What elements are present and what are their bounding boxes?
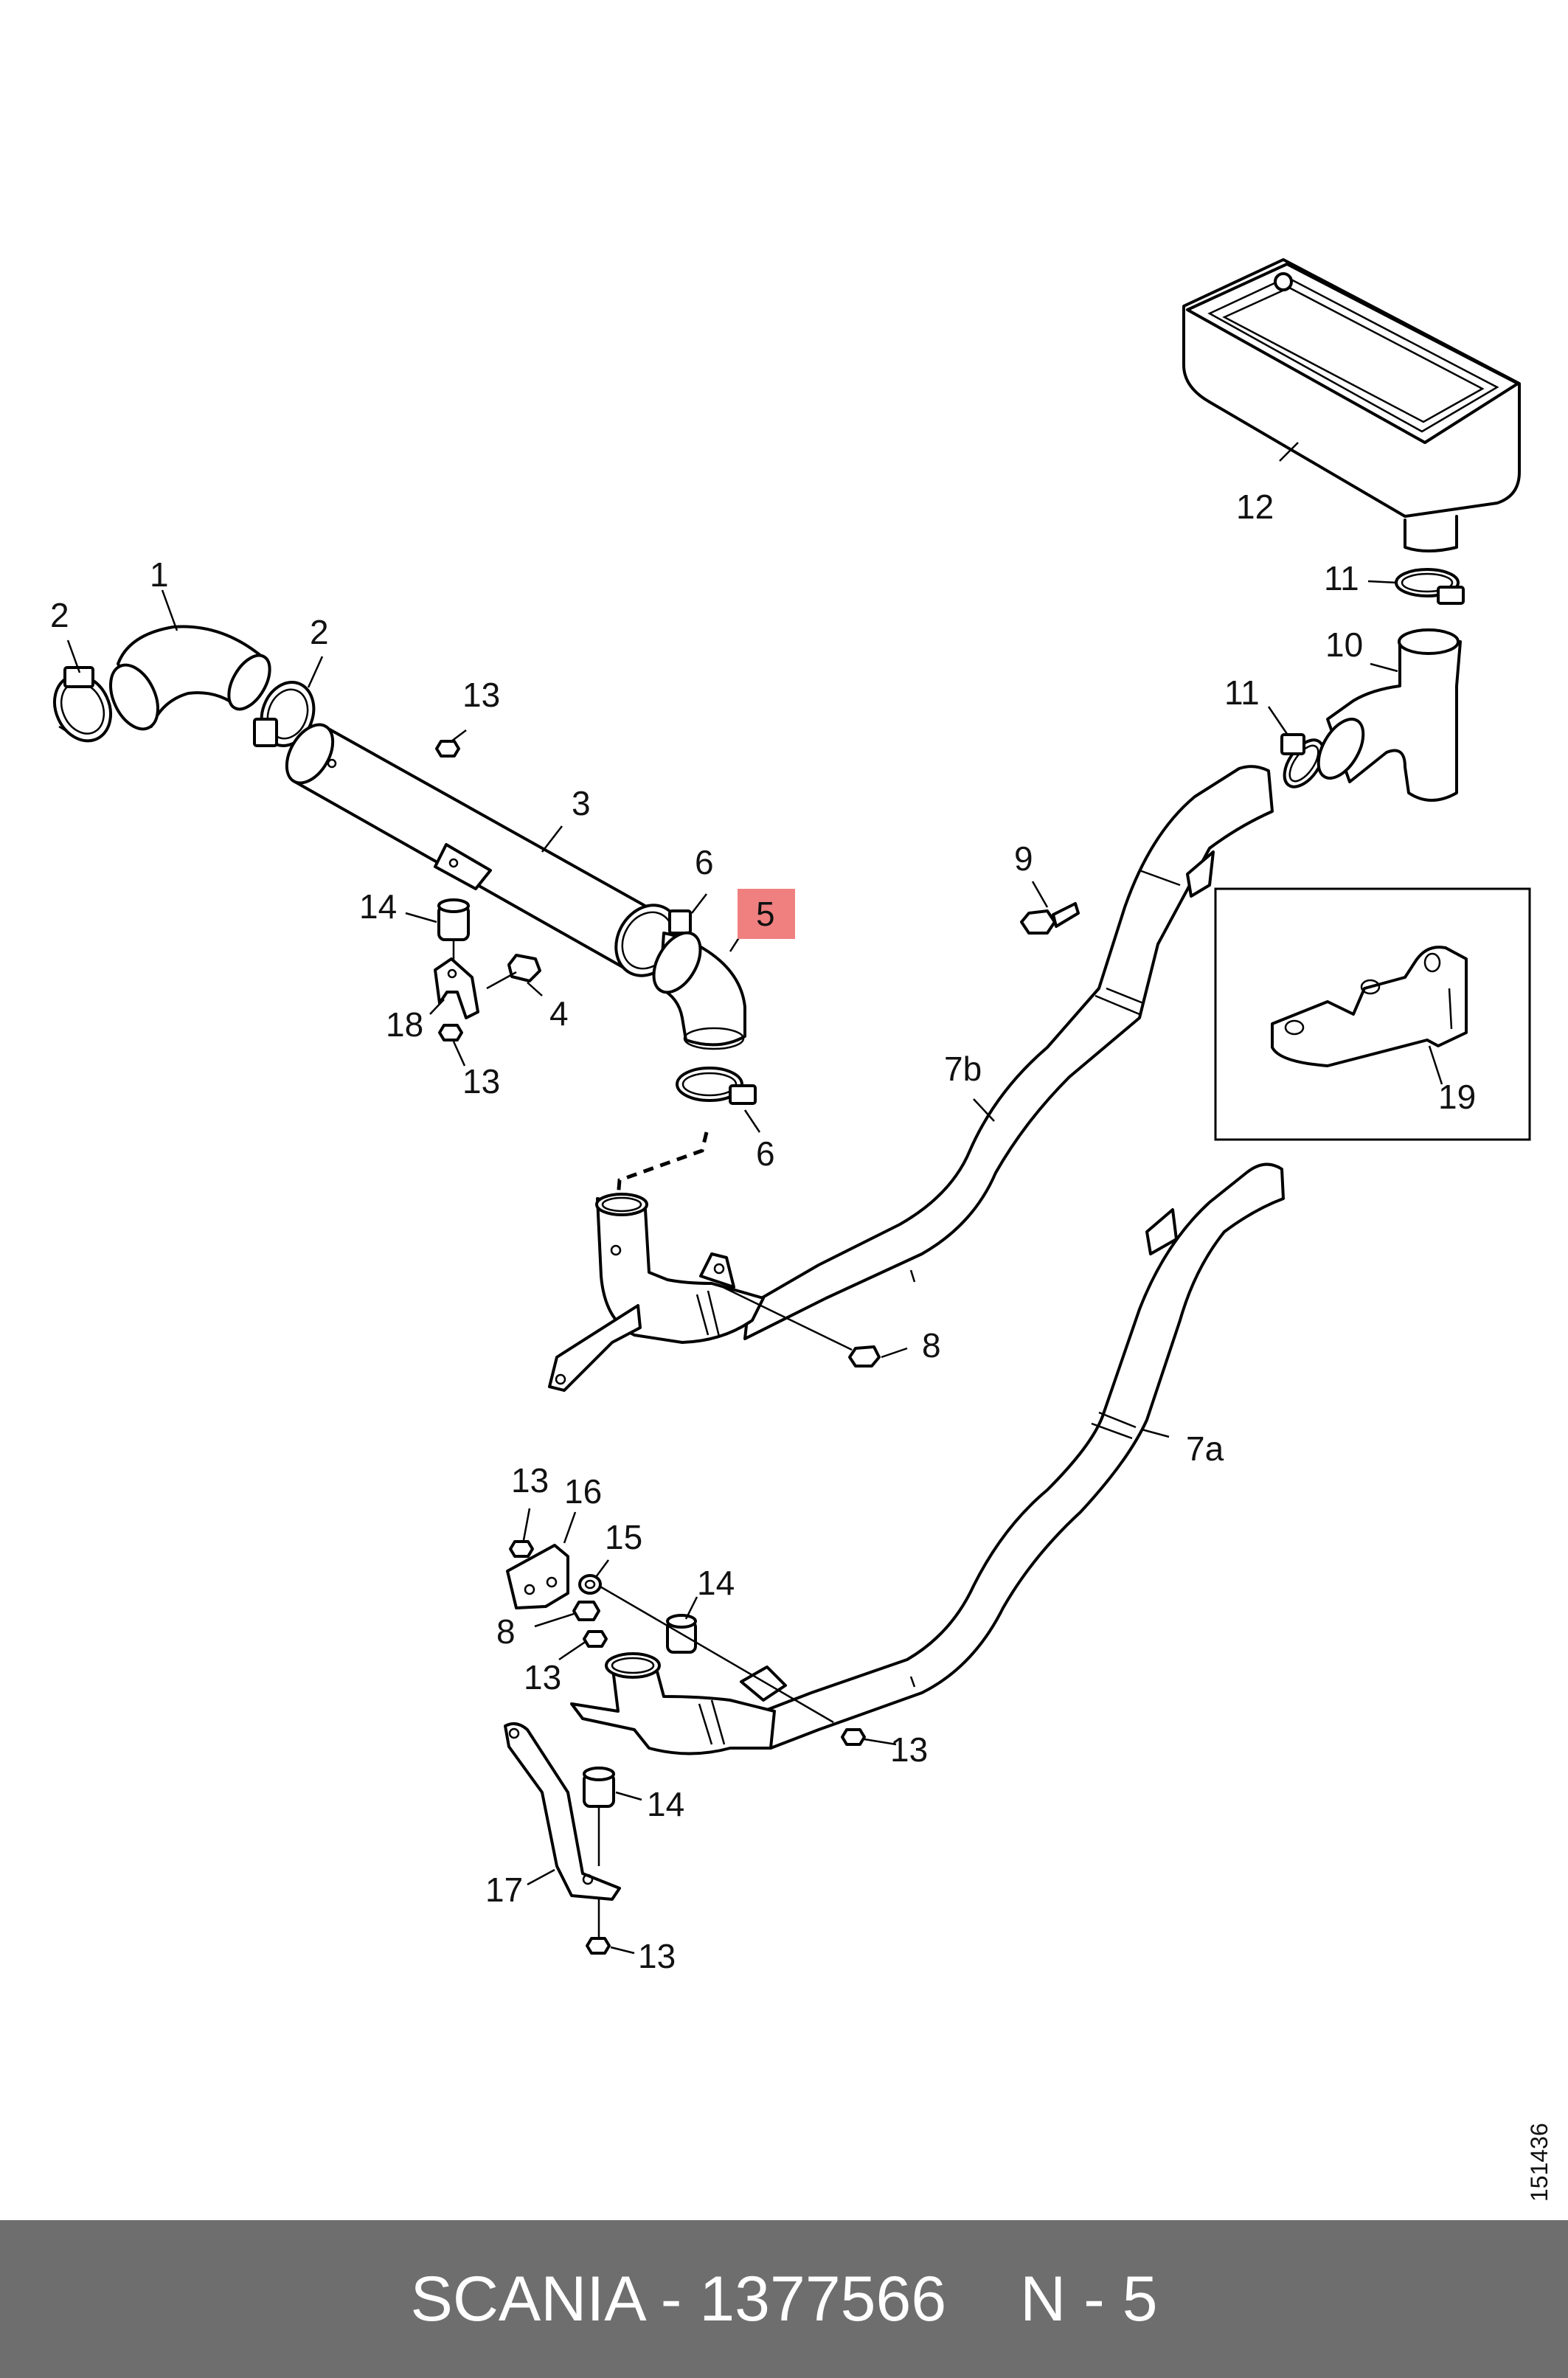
footer-brand-part-number: SCANIA - 1377566 [410, 2263, 947, 2334]
callout-labels: 1 2 2 13 3 14 18 4 13 6 5 6 7b 9 8 7a 12… [50, 488, 1476, 1975]
part-13-nut-lower-d [586, 1899, 611, 1955]
callout-5-highlight [738, 889, 795, 939]
leader-lines [66, 442, 1443, 1955]
callout-10: 10 [1325, 625, 1363, 664]
part-15-washer [578, 1574, 602, 1595]
part-11-hose-clamp-lower [1280, 733, 1325, 788]
part-2-hose-clamp-right [253, 681, 316, 747]
part-5-elbow-hose-highlighted [652, 931, 746, 1050]
part-7a-coolant-pipe [570, 1162, 1285, 1755]
callout-13-top: 13 [462, 676, 500, 714]
part-11-hose-clamp-upper [1395, 568, 1465, 605]
callout-11-lower: 11 [1224, 673, 1260, 712]
part-16-bracket [506, 1544, 569, 1609]
assembly-dashed-line [616, 1131, 709, 1199]
callout-3: 3 [572, 784, 591, 822]
part-4-bolt [486, 954, 541, 990]
part-9-bolt [1020, 902, 1080, 935]
callout-2-left: 2 [50, 596, 69, 634]
callout-1: 1 [150, 555, 169, 594]
callout-6-upper: 6 [695, 843, 714, 881]
inset-part-19-box [1214, 887, 1531, 1141]
part-8-bolt-lower [572, 1601, 600, 1621]
callout-14-lower-a: 14 [697, 1564, 735, 1602]
callout-5: 5 [756, 895, 775, 933]
part-13-nut-lower-c [841, 1728, 866, 1746]
part-3-coolant-pipe [285, 723, 669, 975]
part-13-nut-upper-bottom [438, 1024, 463, 1041]
callout-11-upper: 11 [1324, 559, 1359, 597]
part-14-rubber-mount-lower-a [598, 1584, 834, 1724]
callout-13-lower-a: 13 [511, 1461, 549, 1500]
parts-diagram: 1 2 2 13 3 14 18 4 13 6 5 6 7b 9 8 7a 12… [50, 258, 1553, 2202]
callout-9: 9 [1014, 839, 1033, 878]
callout-14-lower-b: 14 [647, 1785, 684, 1823]
callout-6-lower: 6 [756, 1134, 775, 1173]
callout-7a: 7a [1186, 1429, 1224, 1468]
callout-15: 15 [605, 1518, 642, 1556]
footer-bar: SCANIA - 1377566 N - 5 [0, 2220, 1568, 2378]
callout-8-upper: 8 [922, 1326, 941, 1365]
part-13-nut-upper [435, 740, 460, 758]
callout-7b: 7b [944, 1050, 982, 1088]
footer-reference: N - 5 [1020, 2263, 1158, 2334]
part-1-elbow-hose [109, 625, 271, 731]
part-17-support-bracket [504, 1722, 621, 1901]
callout-13-upper-bottom: 13 [462, 1062, 500, 1100]
callout-13-lower-d: 13 [638, 1937, 676, 1975]
part-14-rubber-mount-upper [437, 898, 470, 963]
callout-2-right: 2 [310, 613, 329, 651]
part-13-nut-lower-a [509, 1540, 534, 1558]
part-2-hose-clamp-left [53, 666, 112, 743]
part-13-nut-lower-b [583, 1630, 608, 1648]
callout-16: 16 [564, 1472, 602, 1511]
part-10-elbow-hose [1317, 628, 1462, 802]
document-number: 151436 [1526, 2123, 1553, 2202]
part-8-bolt-upper [722, 1286, 881, 1367]
callout-19: 19 [1438, 1078, 1476, 1116]
callout-8-lower: 8 [496, 1612, 516, 1651]
part-14-rubber-mount-lower-b [583, 1767, 615, 1866]
part-18-bracket [434, 957, 479, 1019]
callout-13-lower-c: 13 [890, 1730, 928, 1769]
callout-17: 17 [485, 1871, 523, 1909]
part-7b-coolant-pipe [548, 765, 1274, 1392]
part-6-hose-clamp-lower [676, 1067, 757, 1105]
callout-14-upper: 14 [359, 887, 397, 926]
callout-4: 4 [549, 994, 569, 1033]
part-12-expansion-tank [1182, 258, 1521, 552]
callout-13-lower-b: 13 [524, 1658, 561, 1696]
callout-18: 18 [386, 1005, 423, 1044]
callout-12: 12 [1236, 488, 1274, 526]
